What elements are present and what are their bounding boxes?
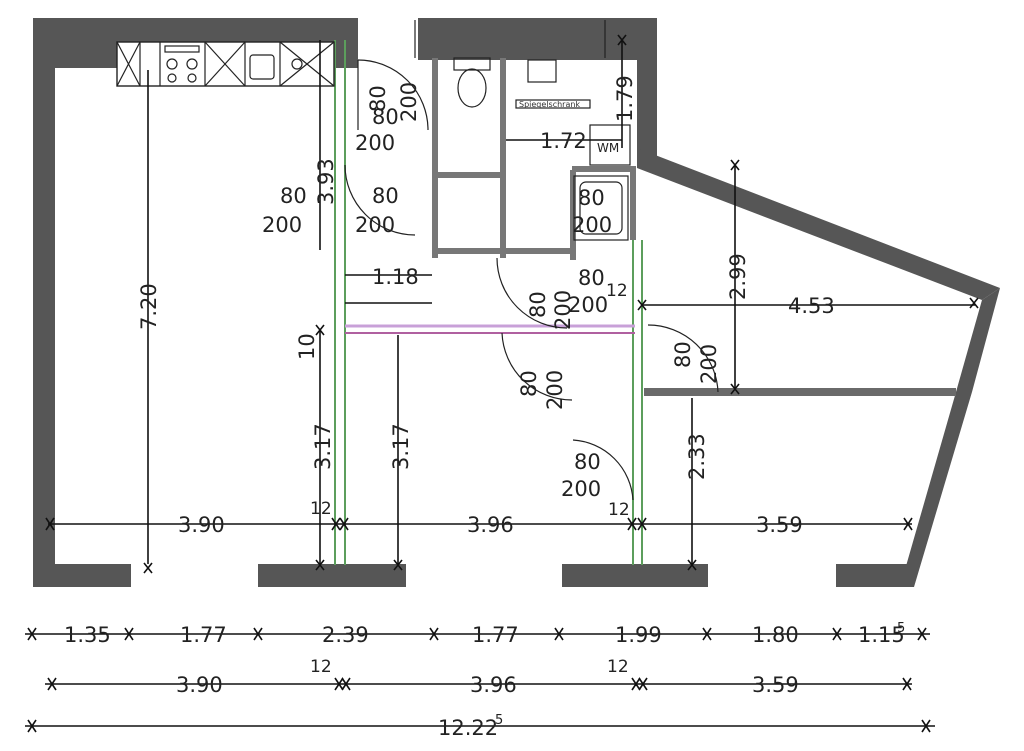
interior-walls [334, 40, 956, 565]
door4-width: 80 [372, 184, 399, 208]
door5-height: 200 [572, 213, 612, 237]
door2-width: 80 [372, 105, 399, 129]
inner-dim-3: 3.59 [756, 513, 803, 537]
bottom1-dim-7-sup: 5 [897, 621, 905, 636]
door8-width: 80 [517, 370, 541, 397]
door3-width: 80 [280, 184, 307, 208]
total-width: 12.22 [438, 716, 498, 740]
right-upper-width: 4.53 [788, 294, 835, 318]
washbasin [515, 59, 591, 109]
door7-height: 200 [551, 290, 575, 330]
exterior-walls [33, 18, 1000, 587]
right-upper-height: 2.99 [726, 253, 750, 300]
door6-width: 80 [578, 266, 605, 290]
corridor-height-lower: 3.17 [311, 423, 335, 470]
door1-height: 200 [397, 82, 421, 122]
bottom1-dim-4: 1.77 [472, 623, 519, 647]
door10-height: 200 [561, 477, 601, 501]
inner-dim-1: 3.90 [178, 513, 225, 537]
bottom2-dim-1: 3.90 [176, 673, 223, 697]
corridor-width: 1.18 [372, 265, 419, 289]
bottom1-dim-5: 1.99 [615, 623, 662, 647]
bottom2-wall-2: 12 [607, 657, 629, 677]
bottom1-dim-7: 1.15 [858, 623, 905, 647]
bottom2-wall-1: 12 [310, 657, 332, 677]
door1-width: 80 [366, 85, 390, 112]
toilet [453, 57, 491, 108]
right-lower-height: 2.33 [685, 433, 709, 480]
door10-width: 80 [574, 450, 601, 474]
kitchen-counter [116, 41, 335, 87]
bottom1-dim-1: 1.35 [64, 623, 111, 647]
door2-height: 200 [355, 131, 395, 155]
wall-12-c: 12 [310, 499, 332, 519]
bath-height: 1.79 [613, 75, 637, 122]
door9-width: 80 [671, 341, 695, 368]
total-width-sup: 5 [495, 713, 503, 728]
bottom2-dim-3: 3.59 [752, 673, 799, 697]
door4-height: 200 [355, 213, 395, 237]
inner-dim-2: 3.96 [467, 513, 514, 537]
wall-12-a: 12 [606, 281, 628, 301]
wm-label: WM [597, 141, 619, 155]
dimension-ticks [27, 34, 979, 733]
bath-width: 1.72 [540, 129, 587, 153]
door6-height: 200 [568, 293, 608, 317]
wall-thickness-10: 10 [295, 333, 319, 360]
door8-height: 200 [543, 370, 567, 410]
middle-room-height: 3.17 [389, 423, 413, 470]
door7-width: 80 [526, 291, 550, 318]
cabinet-label: Spiegelschrank [519, 100, 580, 109]
corridor-height-upper: 3.93 [314, 158, 338, 205]
bottom1-dim-2: 1.77 [180, 623, 227, 647]
bottom1-dim-3: 2.39 [322, 623, 369, 647]
dimension-lines [25, 40, 975, 727]
bottom2-dim-2: 3.96 [470, 673, 517, 697]
door9-height: 200 [697, 344, 721, 384]
door-swings [344, 20, 719, 501]
bottom1-dim-6: 1.80 [752, 623, 799, 647]
washing-machine [589, 124, 631, 166]
door5-width: 80 [578, 186, 605, 210]
door3-height: 200 [262, 213, 302, 237]
left-room-height: 7.20 [137, 283, 161, 330]
wall-12-b: 12 [608, 500, 630, 520]
bathtub [573, 175, 629, 241]
